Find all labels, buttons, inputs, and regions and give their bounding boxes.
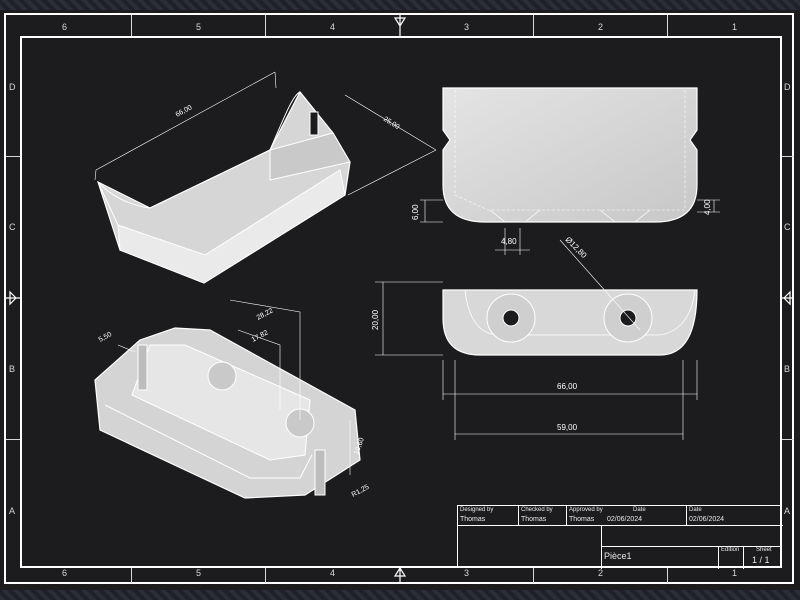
- zone-col-top-1: 1: [732, 22, 738, 32]
- zone-row-right-B: B: [784, 364, 791, 374]
- dim-top-width-59: 59,00: [557, 423, 578, 432]
- sheet-value: 1 / 1: [752, 555, 770, 565]
- zone-col-top-5: 5: [196, 22, 202, 32]
- dim-front-right-height: 4,00: [703, 199, 712, 215]
- dim-iso-top-length: 66,00: [175, 104, 194, 118]
- zone-tick: [533, 568, 534, 583]
- top-view: Ø12,80 20,00 66,00 59,00: [371, 235, 698, 440]
- zone-col-bottom-2: 2: [598, 568, 604, 578]
- top-pattern-band: [0, 0, 800, 10]
- top-view-hole-left-inner: [502, 309, 520, 327]
- zone-col-top-2: 2: [598, 22, 604, 32]
- zone-col-bottom-4: 4: [330, 568, 336, 578]
- dim-front-slot-width: 4,80: [501, 237, 517, 246]
- zone-col-bottom-1: 1: [732, 568, 738, 578]
- front-view: 6,00 4,00 4,80: [411, 87, 720, 255]
- bottom-view-hole-left: [207, 361, 237, 391]
- iso-view-bottom: 5,50 28,22 17,82 10,60 R1,25: [94, 299, 371, 499]
- zone-col-top-4: 4: [330, 22, 336, 32]
- top-view-hole-right-inner: [619, 309, 637, 327]
- zone-row-left-A: A: [9, 506, 16, 516]
- zone-tick: [667, 568, 668, 583]
- zone-row-right-A: A: [784, 506, 791, 516]
- zone-col-top-3: 3: [464, 22, 470, 32]
- designed-by-value: Thomas: [460, 516, 486, 523]
- title-block: Designed by Thomas Checked by Thomas App…: [457, 505, 783, 569]
- zone-tick: [6, 439, 20, 440]
- zone-tick: [131, 15, 132, 36]
- center-arrow-top: [393, 14, 407, 36]
- approved-by-value: Thomas: [569, 516, 595, 523]
- dim-top-height: 20,00: [371, 309, 380, 330]
- zone-row-left-C: C: [9, 222, 16, 232]
- zone-tick: [265, 568, 266, 583]
- zone-row-left-B: B: [9, 364, 16, 374]
- dim-front-left-height: 6,00: [411, 204, 420, 220]
- approved-by-label: Approved by: [569, 507, 603, 513]
- title-block-sep: [566, 506, 567, 526]
- title-block-row3: [601, 546, 782, 547]
- edition-label: Edition: [721, 547, 740, 553]
- designed-by-label: Designed by: [460, 507, 494, 513]
- zone-tick: [6, 156, 20, 157]
- dim-iso-bottom-a: 5,50: [98, 331, 113, 344]
- zone-col-bottom-5: 5: [196, 568, 202, 578]
- title-block-sep: [718, 546, 719, 569]
- zone-tick: [265, 15, 266, 36]
- sheet-label: Sheet: [756, 547, 772, 553]
- title-block-row1: [458, 506, 783, 526]
- zone-col-bottom-3: 3: [464, 568, 470, 578]
- date-label-1: Date: [633, 507, 646, 513]
- dim-hole-diameter: Ø12,80: [564, 235, 589, 260]
- center-arrow-left: [6, 290, 20, 306]
- zone-row-left-D: D: [9, 82, 16, 92]
- checked-by-label: Checked by: [521, 507, 553, 513]
- checked-by-value: Thomas: [521, 516, 547, 523]
- date-value-2: 02/06/2024: [689, 516, 725, 523]
- iso-view-top: 66,00 25,00: [94, 71, 437, 284]
- part-name: Pièce1: [604, 551, 632, 561]
- zone-tick: [131, 568, 132, 583]
- date-label-2: Date: [689, 507, 702, 513]
- dim-iso-bottom-c: 17,82: [251, 329, 270, 343]
- date-value-1: 02/06/2024: [607, 516, 643, 523]
- zone-col-bottom-6: 6: [62, 568, 68, 578]
- zone-col-top-6: 6: [62, 22, 68, 32]
- drawing-frame: [20, 36, 782, 568]
- zone-tick: [782, 156, 794, 157]
- dim-iso-bottom-e: R1,25: [351, 484, 371, 499]
- zone-tick: [533, 15, 534, 36]
- zone-row-right-C: C: [784, 222, 791, 232]
- title-block-sep: [743, 546, 744, 569]
- zone-tick: [667, 15, 668, 36]
- title-block-sep: [518, 506, 519, 526]
- zone-tick: [782, 439, 794, 440]
- center-arrow-bottom: [393, 566, 407, 583]
- center-arrow-right: [782, 290, 794, 306]
- title-block-sep: [601, 526, 602, 569]
- title-block-sep: [686, 506, 687, 526]
- dim-top-width-66: 66,00: [557, 382, 578, 391]
- dim-iso-bottom-b: 28,22: [256, 307, 275, 321]
- bottom-pattern-band: [0, 590, 800, 600]
- zone-row-right-D: D: [784, 82, 791, 92]
- dim-iso-top-width: 25,00: [382, 116, 401, 131]
